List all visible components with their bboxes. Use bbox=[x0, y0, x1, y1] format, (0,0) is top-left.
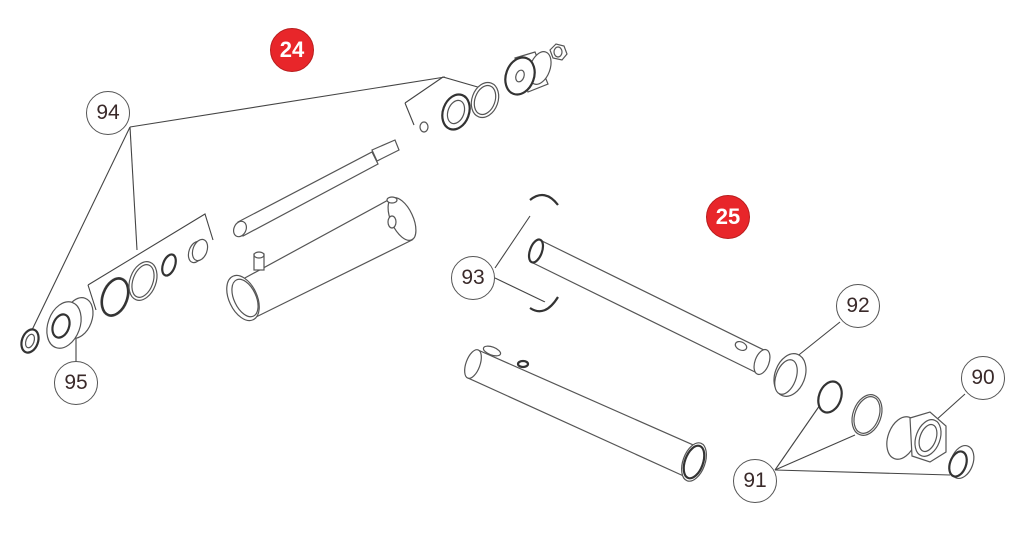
assembly-badge-25[interactable]: 25 bbox=[706, 195, 750, 239]
assembly-badge-24[interactable]: 24 bbox=[270, 28, 314, 72]
part-callout-95[interactable]: 95 bbox=[54, 361, 98, 405]
part-callout-92[interactable]: 92 bbox=[836, 284, 880, 328]
assembly-25-parts bbox=[464, 193, 975, 482]
assembly-24-parts bbox=[20, 43, 568, 362]
part-callout-94[interactable]: 94 bbox=[86, 91, 130, 135]
part-callout-90[interactable]: 90 bbox=[961, 356, 1005, 400]
part-callout-91[interactable]: 91 bbox=[733, 459, 777, 503]
part-callout-93[interactable]: 93 bbox=[451, 256, 495, 300]
